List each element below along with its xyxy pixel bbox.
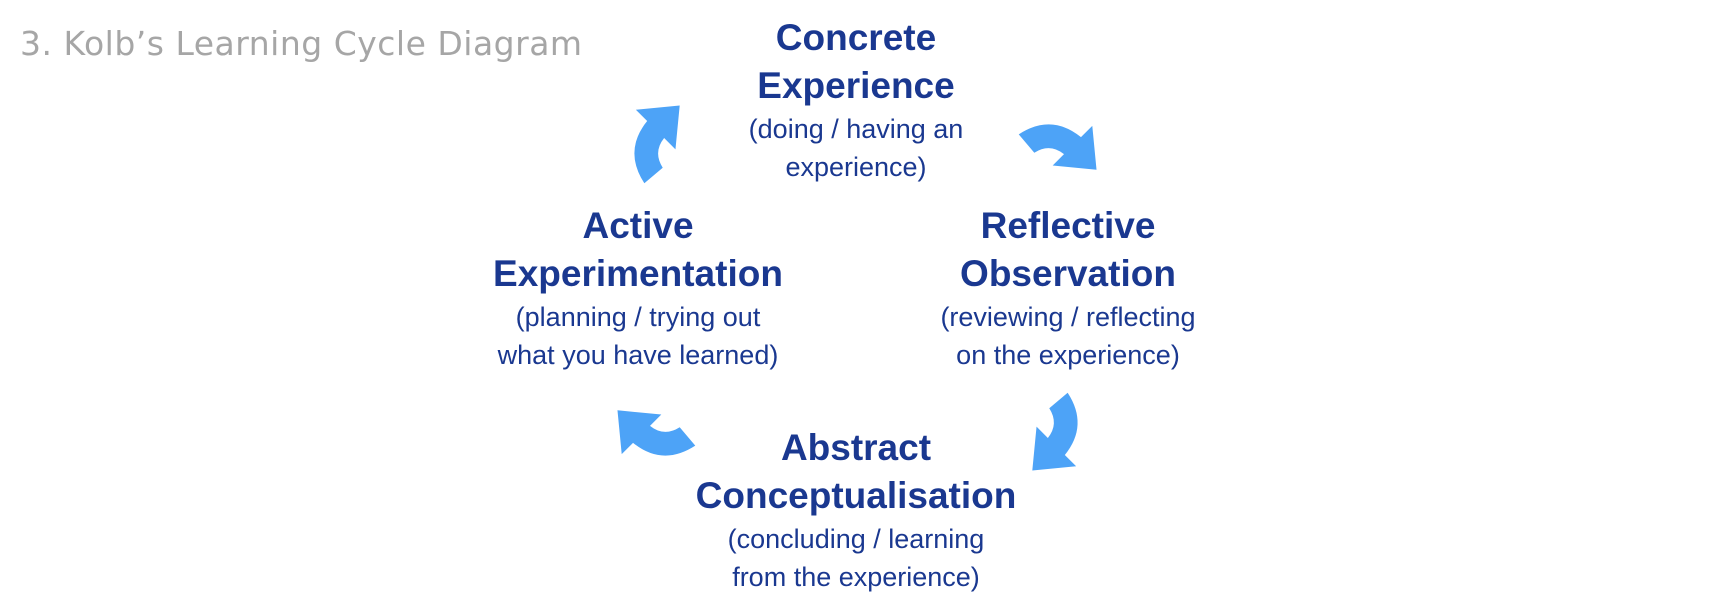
stage-title-line: Concrete — [775, 17, 937, 58]
stage-reflective-observation: Reflective Observation (reviewing / refl… — [888, 202, 1248, 374]
stage-title-line: Abstract — [780, 427, 932, 468]
curved-arrow-icon — [617, 410, 696, 456]
stage-description-line: experience) — [785, 152, 927, 182]
page-title: 3. Kolb’s Learning Cycle Diagram — [20, 24, 583, 63]
curved-arrow-icon — [1018, 124, 1097, 170]
stage-title-line: Observation — [960, 253, 1176, 294]
stage-concrete-experience: Concrete Experience (doing / having an e… — [676, 14, 1036, 186]
stage-description-line: (reviewing / reflecting — [940, 302, 1196, 332]
stage-title-line: Reflective — [980, 205, 1156, 246]
stage-title-line: Conceptualisation — [695, 475, 1017, 516]
stage-description-line: (concluding / learning — [727, 524, 985, 554]
stage-title-line: Experimentation — [493, 253, 783, 294]
stage-title-line: Active — [582, 205, 694, 246]
curved-arrow-icon — [1032, 392, 1078, 471]
stage-title-line: Experience — [757, 65, 955, 106]
stage-description-line: on the experience) — [956, 340, 1180, 370]
stage-description-line: what you have learned) — [497, 340, 779, 370]
curved-arrow-icon — [634, 105, 680, 184]
stage-description-line: (doing / having an — [748, 114, 964, 144]
stage-description-line: (planning / trying out — [515, 302, 761, 332]
stage-description-line: from the experience) — [732, 562, 980, 592]
stage-abstract-conceptualisation: Abstract Conceptualisation (concluding /… — [656, 424, 1056, 596]
stage-active-experimentation: Active Experimentation (planning / tryin… — [458, 202, 818, 374]
